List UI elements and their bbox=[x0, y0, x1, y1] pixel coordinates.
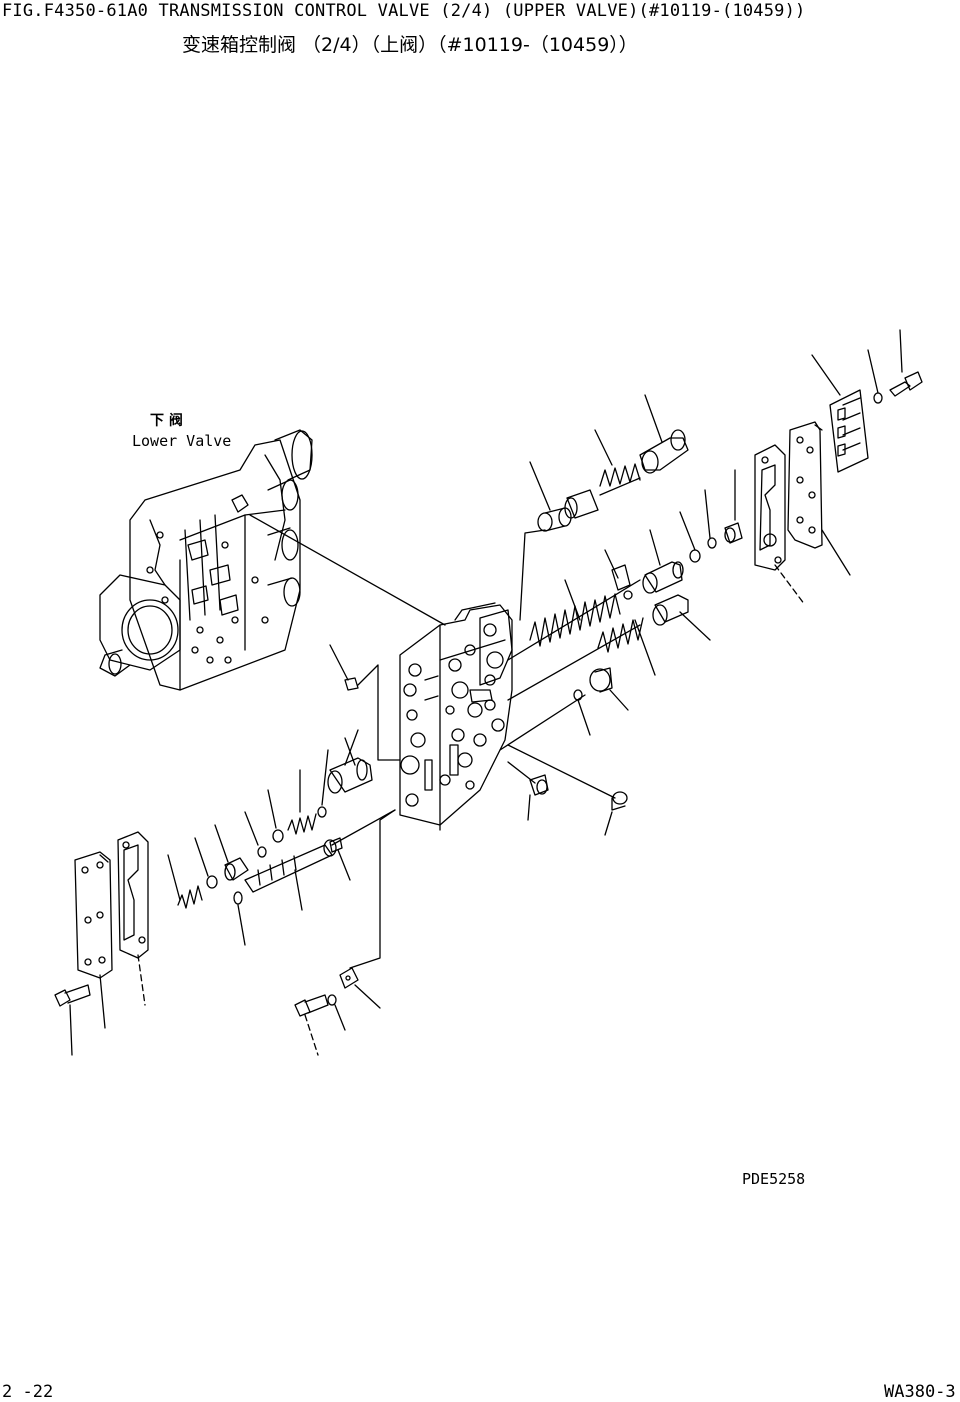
lower-valve-label-chinese: 下 阀 bbox=[150, 413, 183, 429]
leader-line bbox=[250, 515, 445, 625]
left-lower-spool-group bbox=[168, 730, 395, 945]
figure-title-english: FIG.F4350-61A0 TRANSMISSION CONTROL VALV… bbox=[2, 1, 806, 21]
drawing-code: PDE5258 bbox=[742, 1170, 806, 1188]
lower-valve-label-english: Lower Valve bbox=[132, 432, 232, 450]
right-cover-group bbox=[755, 330, 922, 605]
bottom-bracket-group bbox=[295, 810, 395, 1055]
lower-valve-assembly bbox=[100, 430, 312, 690]
figure-title-chinese: 变速箱控制阀 （2/4）（上阀）（#10119-（10459）） bbox=[182, 34, 638, 56]
upper-right-spool-group bbox=[520, 395, 688, 620]
model-number: WA380-3 bbox=[884, 1382, 956, 1402]
center-small-parts bbox=[330, 645, 627, 835]
left-cover-group bbox=[55, 832, 148, 1055]
upper-valve-body bbox=[400, 603, 512, 830]
page-number: 2 -22 bbox=[2, 1382, 54, 1402]
right-middle-spool-group bbox=[500, 470, 742, 750]
